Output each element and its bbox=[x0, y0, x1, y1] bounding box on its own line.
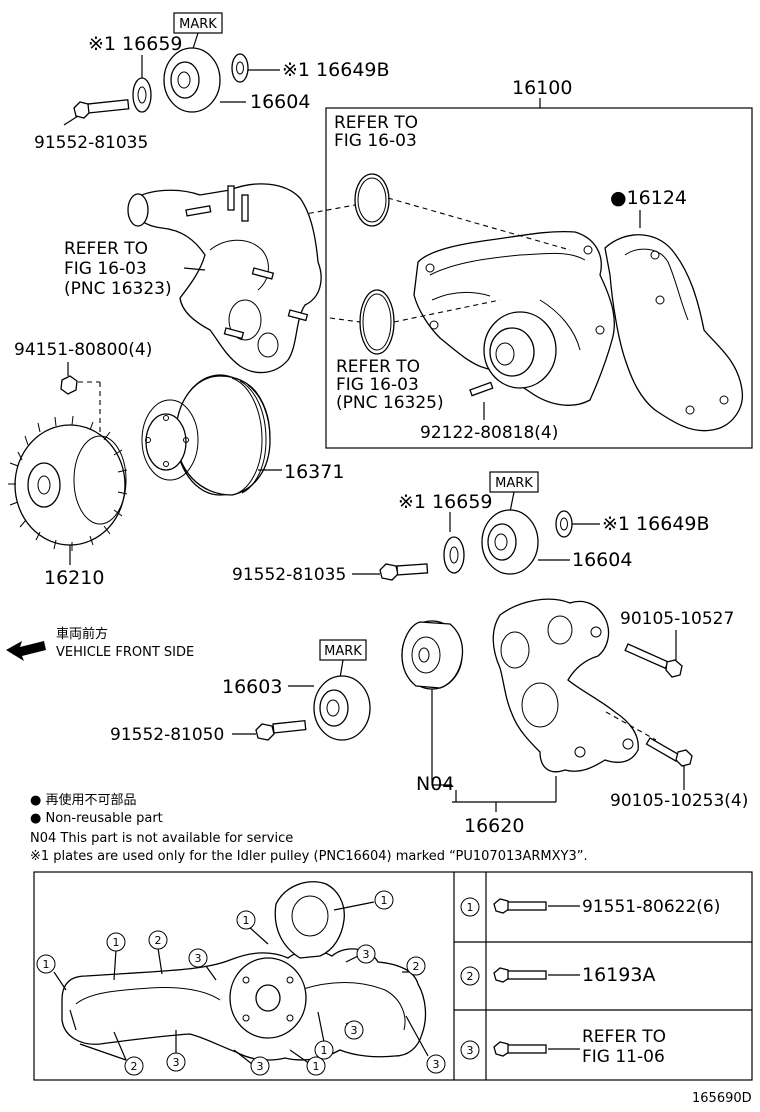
svg-text:3: 3 bbox=[173, 1056, 180, 1069]
note-nonreusable-en: ● Non-reusable part bbox=[30, 811, 163, 826]
front-label-jp: 車両前方 bbox=[56, 626, 108, 642]
label-91552-81050: 91552-81050 bbox=[110, 725, 224, 745]
svg-text:2: 2 bbox=[155, 934, 162, 947]
refer-fig-1603-b-line2: FIG 16-03 bbox=[64, 259, 147, 279]
mark-label-low: MARK bbox=[324, 644, 362, 659]
bolt-location-diagram: 1 2 3 1 2 3 3 1 1 bbox=[33, 871, 753, 1081]
front-label-en: VEHICLE FRONT SIDE bbox=[56, 645, 194, 660]
label-16649b-mid: ※1 16649B bbox=[602, 513, 710, 535]
callout-1d bbox=[356, 944, 376, 964]
callout-3b bbox=[36, 954, 56, 974]
legend-row-1: 1 91551-80622(6) bbox=[460, 897, 720, 917]
svg-text:3: 3 bbox=[363, 948, 370, 961]
svg-text:2: 2 bbox=[413, 960, 420, 973]
svg-text:1: 1 bbox=[243, 914, 250, 927]
label-n04: N04 bbox=[416, 773, 454, 795]
label-16604-mid: 16604 bbox=[572, 549, 632, 571]
label-16603: 16603 bbox=[222, 676, 282, 698]
vehicle-front-indicator: 車両前方 VEHICLE FRONT SIDE bbox=[6, 626, 194, 661]
water-pump-assembly-box: 16100 REFER TO FIG 16-03 ●16124 REFER TO… bbox=[299, 77, 753, 449]
label-16124: ●16124 bbox=[610, 187, 687, 209]
callout-3e bbox=[306, 1056, 326, 1076]
notes: ● 再使用不可部品 ● Non-reusable part N04 This p… bbox=[30, 792, 588, 864]
label-90105-10253: 90105-10253(4) bbox=[610, 791, 748, 811]
idler-pulley-group-top: MARK ※1 16659 ※1 16649B 16604 91552-8103… bbox=[34, 12, 390, 153]
mark-label-mid: MARK bbox=[495, 476, 533, 491]
label-16100: 16100 bbox=[512, 77, 572, 99]
svg-text:2: 2 bbox=[467, 970, 474, 983]
svg-text:3: 3 bbox=[257, 1060, 264, 1073]
legend-part-3-line1: REFER TO bbox=[582, 1027, 666, 1047]
label-91552-81035-mid: 91552-81035 bbox=[232, 565, 346, 585]
label-16371: 16371 bbox=[284, 461, 344, 483]
label-91552-81035-top: 91552-81035 bbox=[34, 133, 148, 153]
callout-1e bbox=[374, 890, 394, 910]
callout-3g bbox=[406, 956, 426, 976]
label-16659-mid: ※1 16659 bbox=[398, 491, 493, 513]
svg-text:1: 1 bbox=[113, 936, 120, 949]
svg-text:1: 1 bbox=[43, 958, 50, 971]
svg-text:1: 1 bbox=[313, 1060, 320, 1073]
callout-1a bbox=[106, 932, 126, 952]
legend-row-2: 2 16193A bbox=[460, 964, 655, 986]
callout-2a bbox=[148, 930, 168, 950]
refer-fig-1603-a-line1: REFER TO bbox=[334, 113, 418, 133]
legend-part-3-line2: FIG 11-06 bbox=[582, 1047, 665, 1067]
label-16210: 16210 bbox=[44, 567, 104, 589]
label-16604-top: 16604 bbox=[250, 91, 310, 113]
water-inlet-housing: REFER TO FIG 16-03 (PNC 16323) bbox=[64, 183, 322, 374]
note-nonreusable-jp: ● 再使用不可部品 bbox=[30, 792, 136, 808]
refer-fig-1603-c-line3: (PNC 16325) bbox=[336, 393, 444, 413]
svg-text:3: 3 bbox=[195, 952, 202, 965]
label-16620: 16620 bbox=[464, 815, 524, 837]
note-n04: N04 This part is not available for servi… bbox=[30, 831, 293, 846]
label-94151-80800: 94151-80800(4) bbox=[14, 340, 152, 360]
callout-group: 1 2 3 1 2 3 3 1 1 bbox=[36, 890, 446, 1076]
svg-text:3: 3 bbox=[467, 1044, 474, 1057]
svg-text:3: 3 bbox=[433, 1058, 440, 1071]
refer-fig-1603-b-line1: REFER TO bbox=[64, 239, 148, 259]
label-16649b-top: ※1 16649B bbox=[282, 59, 390, 81]
note-plates: ※1 plates are used only for the Idler pu… bbox=[30, 849, 588, 864]
legend-row-3: 3 REFER TO FIG 11-06 bbox=[460, 1027, 666, 1067]
svg-text:3: 3 bbox=[351, 1024, 358, 1037]
svg-text:1: 1 bbox=[467, 901, 474, 914]
refer-fig-1603-c-line2: FIG 16-03 bbox=[336, 375, 419, 395]
tensioner-bracket-group: MARK 16603 91552-81050 90105-10527 bbox=[110, 598, 748, 837]
refer-fig-1603-a-line2: FIG 16-03 bbox=[334, 131, 417, 151]
figure-id: 165690D bbox=[692, 1091, 752, 1106]
svg-text:1: 1 bbox=[381, 894, 388, 907]
callout-1c bbox=[344, 1020, 364, 1040]
callout-1f bbox=[236, 910, 256, 930]
callout-2b bbox=[166, 1052, 186, 1072]
refer-fig-1603-c-line1: REFER TO bbox=[336, 357, 420, 377]
label-92122-80818: 92122-80818(4) bbox=[420, 423, 558, 443]
refer-fig-1603-b-line3: (PNC 16323) bbox=[64, 279, 172, 299]
svg-text:1: 1 bbox=[321, 1044, 328, 1057]
callout-3c bbox=[124, 1056, 144, 1076]
legend-part-2: 16193A bbox=[582, 964, 655, 986]
fan-clutch-and-pulley: 94151-80800(4) 16210 16371 bbox=[8, 340, 344, 589]
callout-3f bbox=[426, 1054, 446, 1074]
callout-1b bbox=[314, 1040, 334, 1060]
callout-3a bbox=[188, 948, 208, 968]
mark-label-top: MARK bbox=[179, 17, 217, 32]
front-arrow-icon bbox=[6, 641, 46, 661]
idler-pulley-group-mid: MARK ※1 16659 ※1 16649B 91552-81035 1660… bbox=[232, 471, 710, 585]
label-16659-top: ※1 16659 bbox=[88, 33, 183, 55]
legend-part-1: 91551-80622(6) bbox=[582, 897, 720, 917]
label-90105-10527: 90105-10527 bbox=[620, 609, 734, 629]
svg-text:2: 2 bbox=[131, 1060, 138, 1073]
callout-3d bbox=[250, 1056, 270, 1076]
